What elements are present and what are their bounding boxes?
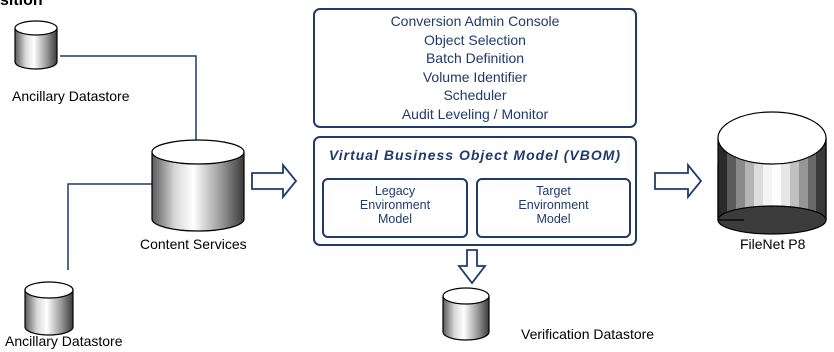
- arrow-vbom-to-filenet: [654, 162, 703, 200]
- target-environment-model-box: Target Environment Model: [476, 178, 631, 238]
- ancillary-datastore-bottom-cylinder: [24, 281, 74, 336]
- arrows: [251, 162, 703, 285]
- legacy-line-2: Environment: [359, 198, 431, 212]
- content-services-cylinder: [151, 139, 245, 232]
- connector-ancillary-bottom: [67, 183, 153, 270]
- filenet-p8-label: FileNet P8: [740, 236, 806, 252]
- legacy-environment-model-box: Legacy Environment Model: [322, 178, 468, 238]
- verification-datastore-label: Verification Datastore: [521, 326, 655, 342]
- heading-fragment: sition: [0, 0, 43, 9]
- connector-ancillary-top: [60, 55, 197, 143]
- legacy-line-3: Model: [377, 212, 413, 226]
- ancillary-datastore-bottom-label: Ancillary Datastore: [5, 333, 123, 349]
- filenet-p8-cylinder: [717, 111, 827, 235]
- connector-lines: [60, 55, 197, 270]
- target-line-3: Model: [536, 212, 571, 226]
- admin-line-object-selection: Object Selection: [424, 31, 526, 48]
- admin-line-volume-identifier: Volume Identifier: [422, 68, 528, 85]
- admin-line-scheduler: Scheduler: [443, 87, 507, 103]
- legacy-line-1: Legacy: [374, 184, 416, 198]
- admin-line-audit-leveling-monitor: Audit Leveling / Monitor: [401, 105, 549, 122]
- target-line-1: Target: [536, 184, 571, 198]
- arrow-vbom-to-verification: [457, 249, 487, 285]
- admin-console-panel: Conversion Admin Console Object Selectio…: [313, 8, 637, 128]
- vbom-panel: Virtual Business Object Model (VBOM) Leg…: [313, 136, 637, 246]
- ancillary-datastore-top-label: Ancillary Datastore: [12, 88, 130, 104]
- admin-line-batch-definition: Batch Definition: [425, 50, 525, 66]
- vbom-title: Virtual Business Object Model (VBOM): [328, 147, 622, 163]
- admin-line-conversion-admin-console: Conversion Admin Console: [390, 13, 560, 29]
- arrow-content-to-vbom: [251, 162, 298, 200]
- admin-console-lines: Conversion Admin Console Object Selectio…: [315, 12, 635, 123]
- target-line-2: Environment: [518, 198, 589, 212]
- ancillary-datastore-top-cylinder: [14, 20, 58, 70]
- verification-datastore-cylinder: [442, 287, 490, 341]
- content-services-label: Content Services: [140, 236, 247, 252]
